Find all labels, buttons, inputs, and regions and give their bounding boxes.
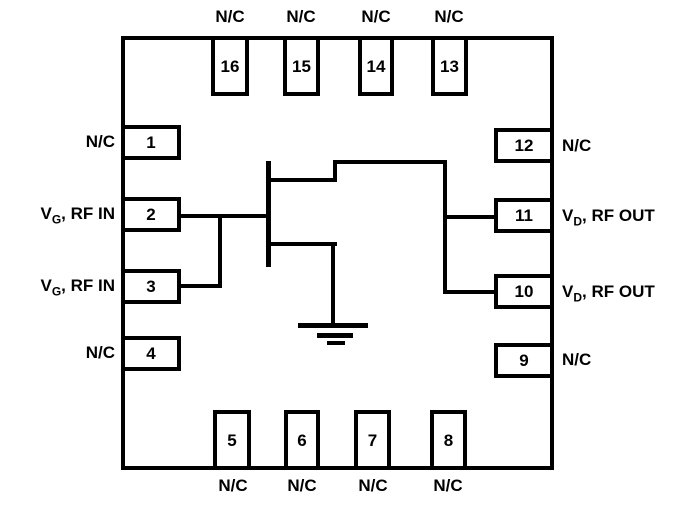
pin-16-label: N/C xyxy=(215,7,245,26)
pin-16: 16 xyxy=(211,36,249,96)
pin-11-label-v: V xyxy=(562,206,574,225)
pin-9-label: N/C xyxy=(562,350,592,369)
ic-package-outline xyxy=(121,36,554,470)
pin-7-number: 7 xyxy=(367,430,378,450)
source-down-wire xyxy=(331,242,335,327)
pin-12-label: N/C xyxy=(562,136,592,155)
pin-8: 8 xyxy=(430,410,467,470)
pin-6-number: 6 xyxy=(297,430,307,450)
pin-11: 11 xyxy=(494,198,554,233)
pin-5-label: N/C xyxy=(218,476,248,495)
pin-5: 5 xyxy=(213,410,251,470)
pin-12-number: 12 xyxy=(514,136,534,155)
pin-11-number: 11 xyxy=(515,206,533,225)
pin-3-label-rest: , RF IN xyxy=(61,276,115,295)
pin-10-label-v: V xyxy=(562,282,574,301)
pin-8-number: 8 xyxy=(443,430,454,450)
ground-bar-1 xyxy=(298,323,368,328)
gate-wire-pin3 xyxy=(179,284,222,288)
pin-1-label: N/C xyxy=(85,132,115,151)
pin-14-label: N/C xyxy=(361,7,391,26)
pin-2-label-rest: , RF IN xyxy=(61,204,115,223)
pin-6-label: N/C xyxy=(287,476,317,495)
pin-5-number: 5 xyxy=(227,430,237,450)
pin-13-number: 13 xyxy=(440,56,459,76)
pin-6: 6 xyxy=(284,410,320,470)
source-stub-wire xyxy=(268,242,337,246)
gate-wire-pin2 xyxy=(179,214,270,218)
ground-bar-2 xyxy=(317,333,353,338)
pin-4-number: 4 xyxy=(146,344,156,363)
pin-4-label: N/C xyxy=(85,343,115,362)
pin-9-number: 9 xyxy=(519,351,529,370)
drain-riser-wire xyxy=(333,160,337,182)
drain-down-wire xyxy=(443,160,447,294)
pin-1-number: 1 xyxy=(146,133,156,152)
drain-top-wire xyxy=(333,160,447,164)
pin-2-label-v: V xyxy=(40,204,52,223)
pin-10-label: VD, RF OUT xyxy=(562,282,655,305)
pin-10-label-sub: D xyxy=(573,290,583,305)
pin-3-label-sub: G xyxy=(51,284,62,299)
pin-7-label: N/C xyxy=(358,476,388,495)
pin-11-label-sub: D xyxy=(573,214,583,229)
pin-4: 4 xyxy=(121,336,181,371)
pin-11-label: VD, RF OUT xyxy=(562,206,655,229)
pin-15-label: N/C xyxy=(286,7,316,26)
pin-13-label: N/C xyxy=(434,7,464,26)
pin-16-number: 16 xyxy=(220,56,240,76)
pin-2-label: VG, RF IN xyxy=(40,204,115,227)
pin-2-number: 2 xyxy=(146,205,156,224)
pin-14: 14 xyxy=(358,36,394,96)
pin-2-label-sub: G xyxy=(51,212,62,227)
pin-15-number: 15 xyxy=(292,56,311,76)
ground-bar-3 xyxy=(327,341,345,345)
pin-3-number: 3 xyxy=(146,277,156,296)
pin-13: 13 xyxy=(431,36,468,96)
pin-10-label-rest: , RF OUT xyxy=(582,282,655,301)
pin-10-number: 10 xyxy=(514,282,534,301)
pin-3-label-v: V xyxy=(40,276,52,295)
pin-15: 15 xyxy=(283,36,320,96)
gate-branch-wire xyxy=(218,214,222,288)
drain-wire-pin10 xyxy=(445,290,497,294)
pin-2: 2 xyxy=(121,197,181,232)
pin-3: 3 xyxy=(121,269,181,304)
pin-10: 10 xyxy=(494,274,554,309)
pin-11-label-rest: , RF OUT xyxy=(582,206,655,225)
pin-7: 7 xyxy=(354,410,391,470)
drain-wire-pin11 xyxy=(445,215,497,219)
pin-3-label: VG, RF IN xyxy=(40,276,115,299)
drain-stub-wire xyxy=(268,178,337,182)
pin-9: 9 xyxy=(494,343,554,378)
fet-channel-bar xyxy=(266,161,271,267)
pin-14-number: 14 xyxy=(366,56,386,76)
pin-8-label: N/C xyxy=(433,476,463,495)
pin-12: 12 xyxy=(494,128,554,163)
pin-1: 1 xyxy=(121,125,181,160)
